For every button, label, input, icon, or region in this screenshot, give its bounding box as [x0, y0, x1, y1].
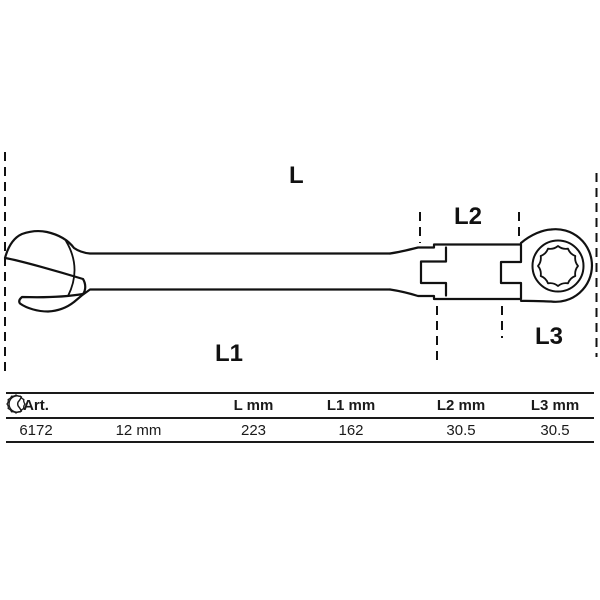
label-length-L3: L3 [535, 323, 564, 350]
ring-insert-circle [531, 239, 585, 293]
ring-head-outline [519, 228, 593, 303]
cell-article-number: 6172 [19, 421, 53, 439]
ring-wrench-icon [6, 394, 26, 414]
spec-table-data-row: 6172 12 mm 223 162 30.5 30.5 [6, 419, 594, 441]
spec-table-header-row: Art. L mm L1 mm L2 mm L3 mm [6, 394, 594, 419]
open-end-bevel-line [65, 240, 76, 297]
twelve-point-profile [537, 245, 579, 287]
cell-l: 223 [240, 421, 267, 439]
header-l2-mm: L2 mm [436, 397, 486, 414]
header-l1-mm: L1 mm [326, 397, 376, 414]
label-total-length-L: L [289, 162, 304, 189]
header-l-mm: L mm [233, 397, 274, 414]
label-length-L1: L1 [215, 340, 244, 367]
cell-size: 12 mm [115, 421, 162, 439]
cell-l1: 162 [338, 421, 364, 439]
header-size-icons [6, 394, 211, 417]
cell-l2: 30.5 [446, 421, 476, 439]
cell-l3: 30.5 [540, 421, 570, 439]
header-l3-mm: L3 mm [530, 397, 580, 414]
joint-bottom-edge [388, 288, 522, 301]
label-length-L2: L2 [454, 203, 483, 230]
wrench-open-end-outline [3, 229, 392, 313]
header-art: Art. [23, 397, 49, 414]
spec-table: Art. L mm L1 mm L2 mm L3 mm 6172 12 mm 2… [6, 392, 594, 443]
hinge-fork-left [419, 246, 448, 297]
joint-top-edge [388, 243, 522, 255]
hinge-fork-right [499, 243, 523, 301]
